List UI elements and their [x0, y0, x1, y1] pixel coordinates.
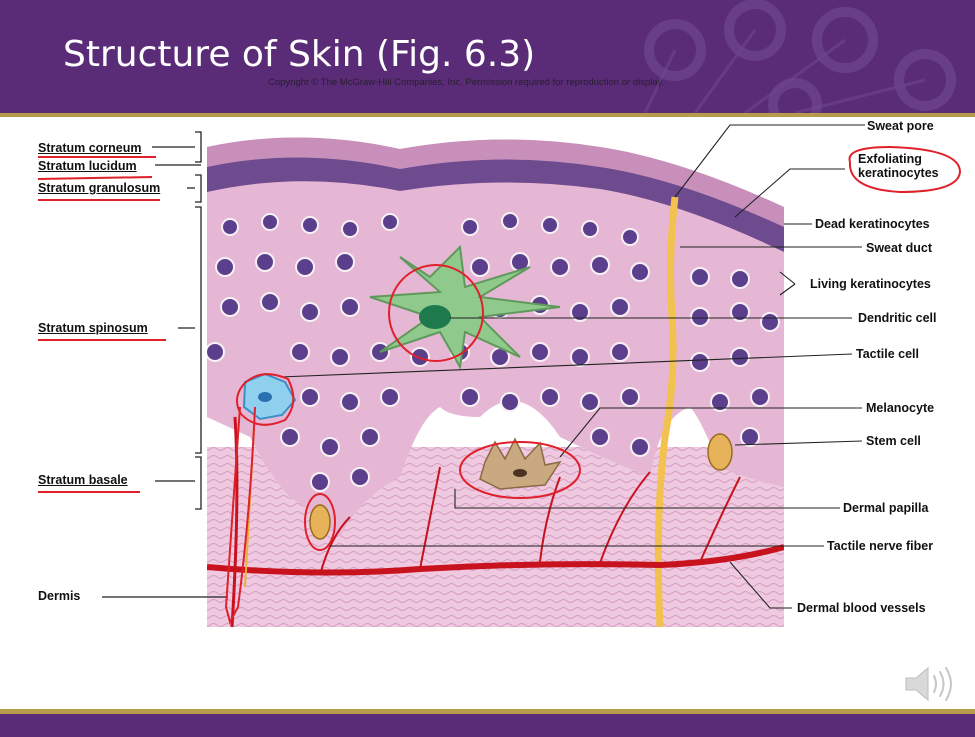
- copyright-notice: Copyright © The McGraw-Hill Companies, I…: [268, 77, 664, 88]
- label-dermal-blood-vessels: Dermal blood vessels: [797, 601, 926, 615]
- label-tactile-nerve-fiber: Tactile nerve fiber: [827, 539, 933, 553]
- slide-title: Structure of Skin (Fig. 6.3): [63, 34, 535, 75]
- label-dead-keratinocytes: Dead keratinocytes: [815, 217, 930, 231]
- label-dendritic-cell: Dendritic cell: [858, 311, 937, 325]
- stem-cell-shape-2: [310, 505, 330, 539]
- skin-illustration: [0, 117, 975, 709]
- label-stratum-basale: Stratum basale: [38, 473, 128, 487]
- stem-cell-shape: [708, 434, 732, 470]
- label-dermal-papilla: Dermal papilla: [843, 501, 928, 515]
- label-sweat-pore: Sweat pore: [867, 119, 934, 133]
- label-stratum-lucidum: Stratum lucidum: [38, 159, 137, 173]
- label-sweat-duct: Sweat duct: [866, 241, 932, 255]
- label-stratum-granulosum: Stratum granulosum: [38, 181, 160, 195]
- skin-diagram: Stratum corneum Stratum lucidum Stratum …: [0, 117, 975, 709]
- label-tactile-cell: Tactile cell: [856, 347, 919, 361]
- slide-footer: [0, 714, 975, 737]
- label-stratum-spinosum: Stratum spinosum: [38, 321, 148, 335]
- label-melanocyte: Melanocyte: [866, 401, 934, 415]
- label-dermis: Dermis: [38, 589, 80, 603]
- header-decoration: [555, 0, 975, 113]
- label-stem-cell: Stem cell: [866, 434, 921, 448]
- label-exfoliating-keratinocytes: Exfoliating keratinocytes: [858, 152, 948, 181]
- label-stratum-corneum: Stratum corneum: [38, 141, 142, 155]
- label-living-keratinocytes: Living keratinocytes: [810, 277, 931, 291]
- slide-header: Structure of Skin (Fig. 6.3) Copyright ©…: [0, 0, 975, 113]
- speaker-icon[interactable]: [902, 664, 960, 704]
